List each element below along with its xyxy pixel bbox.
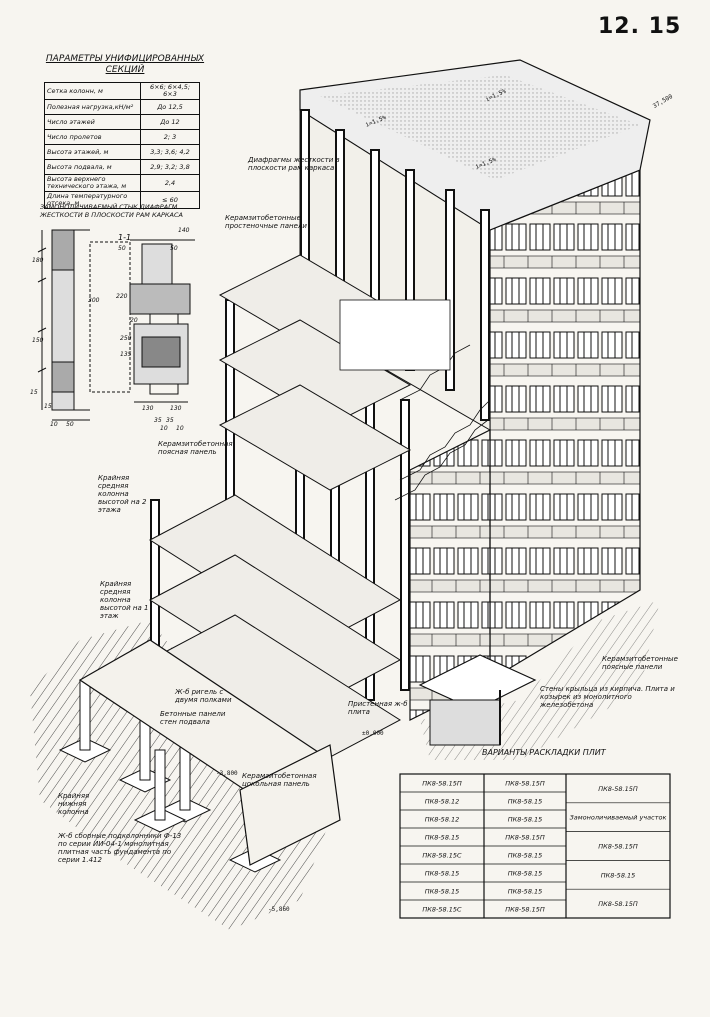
foundation-column bbox=[154, 749, 166, 821]
param-value: ≤ 60 bbox=[140, 191, 200, 209]
joint-dim: 220 bbox=[116, 293, 128, 300]
joint-dim: 130 bbox=[170, 405, 182, 412]
joint-dim: 135 bbox=[120, 351, 132, 358]
slab-cell-label: ПК8-58.15П bbox=[505, 906, 545, 914]
joint-dim: 20 bbox=[130, 317, 138, 324]
slab-cell-label: ПК8-58.15П bbox=[598, 785, 638, 793]
label-belt-panel: Керамзитобетонная поясная панель bbox=[158, 440, 233, 456]
slab-cell-label: ПК8-58.12 bbox=[425, 798, 460, 806]
slab-cell-label: ПК8-58.15 bbox=[508, 888, 543, 896]
slab-cell-label: ПК8-58.15С bbox=[422, 906, 462, 914]
slab-cell-label: ПК8-58.15П bbox=[505, 780, 545, 788]
joint-dim: 250 bbox=[120, 335, 132, 342]
slab-cell-label: Замоноличиваемый участок bbox=[570, 814, 667, 822]
joint-dim: 15 bbox=[30, 389, 38, 396]
label-diaphragm: Диафрагмы жесткости в плоскости рам карк… bbox=[248, 156, 340, 172]
joint-detail-drawing: 140 50 50 180 300 220 150 250 135 20 15 15 10 50 130 13… bbox=[30, 227, 195, 432]
slab-cell-label: ПК8-58.15 bbox=[425, 870, 460, 878]
label-lower-col: Крайняя нижняя колонна bbox=[58, 792, 90, 816]
level-bottom: -5,860 bbox=[268, 906, 290, 913]
joint-dim: 10 bbox=[50, 421, 58, 428]
frame-column bbox=[400, 399, 410, 691]
joint-dim: 10 bbox=[176, 425, 184, 432]
label-wall-slab: Пристенная ж-б плита bbox=[348, 700, 408, 716]
label-edge-col-2: Крайняя средняя колонна высотой на 2 эта… bbox=[98, 474, 147, 514]
joint-title: ЗАМОНОЛИЧИВАЕМЫЙ СТЫК ДИАФРАГМ ЖЕСТКОСТИ… bbox=[40, 203, 183, 219]
label-clay-panels: Керамзитобетонные простеночные панели bbox=[225, 214, 307, 230]
section-label: 1-1 bbox=[118, 233, 131, 242]
label-foundations: Ж-б сборные подколонники Ф-13 по серии И… bbox=[58, 832, 182, 864]
slab-cell-label: ПК8-58.15П bbox=[422, 780, 462, 788]
joint-dim: 10 bbox=[160, 425, 168, 432]
slab-cell-label: ПК8-58.15П bbox=[505, 834, 545, 842]
frame-column bbox=[445, 189, 455, 391]
floor-slab bbox=[218, 384, 412, 491]
slab-cell-label: ПК8-58.15С bbox=[422, 852, 462, 860]
param-label: Длина температурного отсека, м bbox=[44, 191, 141, 209]
joint-dim: 50 bbox=[170, 245, 178, 252]
foundation-column bbox=[79, 679, 91, 751]
frame-column bbox=[480, 209, 490, 421]
joint-dim: 50 bbox=[66, 421, 74, 428]
level-minus-3: -3,800 bbox=[216, 770, 238, 777]
slab-cell-label: ПК8-58.15 bbox=[601, 871, 636, 879]
joint-dim: 140 bbox=[178, 227, 190, 234]
label-basement-panels: Бетонные панели стен подвала bbox=[160, 710, 226, 726]
slab-cell-label: ПК8-58.15 bbox=[508, 870, 543, 878]
joint-dim: 35 bbox=[166, 417, 174, 424]
slab-layout-title: ВАРИАНТЫ РАСКЛАДКИ ПЛИТ bbox=[482, 748, 606, 757]
joint-dim: 180 bbox=[32, 257, 44, 264]
label-crossbar: Ж-б ригель с двумя полками bbox=[175, 688, 232, 704]
joint-dim: 50 bbox=[118, 245, 126, 252]
slab-cell-label: ПК8-58.15 bbox=[508, 852, 543, 860]
slab-cell-label: ПК8-58.15 bbox=[508, 816, 543, 824]
joint-dim: 130 bbox=[142, 405, 154, 412]
label-edge-col-1: Крайняя средняя колонна высотой на 1 эта… bbox=[100, 580, 149, 620]
level-zero: ±0,000 bbox=[362, 730, 384, 737]
params-title: ПАРАМЕТРЫ УНИФИЦИРОВАННЫХ СЕКЦИЙ bbox=[45, 54, 205, 75]
slab-layout-plan: ПК8-58.15ППК8-58.12ПК8-58.12ПК8-58.15ПК8… bbox=[399, 773, 671, 919]
joint-dim: 15 bbox=[44, 403, 52, 410]
joint-dim: 150 bbox=[32, 337, 44, 344]
slab-cell-label: ПК8-58.15 bbox=[508, 798, 543, 806]
params-row: Длина температурного отсека, м≤ 60 bbox=[44, 191, 200, 209]
label-porch: Стены крыльца из кирпича. Плита и козыре… bbox=[540, 685, 675, 709]
joint-dim: 35 bbox=[154, 417, 162, 424]
sheet-number: 12. 15 bbox=[598, 14, 682, 39]
label-plinth-panel: Керамзитобетонная цокольная панель bbox=[242, 772, 317, 788]
slab-cell-label: ПК8-58.15П bbox=[598, 843, 638, 851]
slab-cell-label: ПК8-58.12 bbox=[425, 816, 460, 824]
slab-cell-label: ПК8-58.15П bbox=[598, 900, 638, 908]
label-belt-panels-right: Керамзитобетонные поясные панели bbox=[602, 655, 678, 671]
slab-cell-label: ПК8-58.15 bbox=[425, 888, 460, 896]
joint-dim: 300 bbox=[88, 297, 100, 304]
slab-cell-label: ПК8-58.15 bbox=[425, 834, 460, 842]
